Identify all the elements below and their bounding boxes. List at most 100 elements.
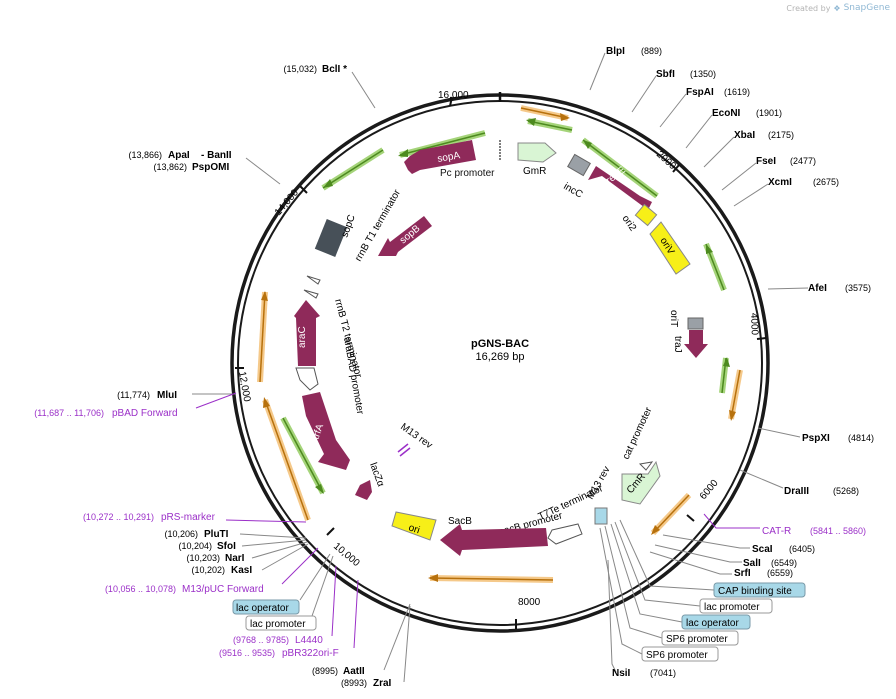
box-label: lac operator: [236, 603, 289, 614]
site-name: XbaI: [734, 130, 755, 141]
SacB-arrow: [440, 524, 548, 556]
orf-arrow-icon: [263, 397, 270, 408]
site-pos: (2175): [768, 130, 794, 140]
traJ-label: traJ: [672, 336, 683, 353]
ori-box: [391, 511, 437, 541]
site-name: FspAI: [686, 87, 714, 98]
box-label: lac operator: [686, 618, 739, 629]
orf-arc-line: [322, 149, 384, 189]
site-pos: (10,204): [178, 541, 212, 551]
site-pos: (7041): [650, 668, 676, 678]
orf-arrow-icon: [261, 291, 268, 301]
GmR-label: GmR: [523, 166, 546, 177]
lacZa-arrow: [355, 480, 372, 500]
site-pos: (10,203): [186, 553, 220, 563]
oriT-box: [687, 317, 704, 330]
orf-arc-line: [652, 494, 690, 534]
primer-leader: [331, 565, 337, 637]
tick-label-6000: 6000: [698, 477, 721, 501]
traJ-arrow: [684, 330, 708, 358]
ori2-label: ori2: [620, 213, 639, 233]
site-name: AatII: [343, 666, 365, 677]
site-leader: [251, 541, 308, 559]
box-label: CAP binding site: [718, 586, 792, 597]
tick-label-12000: 12,000: [236, 371, 252, 403]
box-label: SP6 promoter: [666, 634, 728, 645]
sites-left: (15,032) BclI * (13,866) ApaI - BanII (1…: [117, 64, 411, 689]
site-pos: (13,862): [153, 162, 187, 172]
site-pos: (8993): [341, 678, 367, 688]
pc-promoter-label: Pc promoter: [440, 168, 495, 179]
site-name: PspXI: [802, 433, 830, 444]
site-pos: (6549): [771, 558, 797, 568]
araC-arrow: [294, 300, 320, 366]
primer-leader: [703, 513, 760, 529]
orf-arc-line: [282, 417, 324, 494]
site-leader: [589, 52, 606, 91]
primer-leader: [195, 392, 237, 409]
box-bg: [245, 615, 317, 631]
primer-name: M13/pUC Forward: [182, 584, 264, 595]
primer-range: (9516 .. 9535): [219, 648, 275, 658]
tick-14000: [299, 185, 308, 194]
tick-label-4000: 4000: [748, 313, 760, 336]
primer-range: (11,687 .. 11,706): [34, 408, 104, 418]
box-bg: [681, 614, 751, 630]
site-leader: [631, 75, 657, 113]
site-name: MluI: [157, 390, 177, 401]
primer-range: (10,272 .. 10,291): [83, 512, 154, 522]
site-leader: [721, 162, 757, 191]
site-leader: [241, 539, 307, 547]
site-pos: (13,866): [128, 150, 162, 160]
site-leader: [654, 544, 742, 563]
cat-promoter-arrow: [638, 461, 654, 471]
site-name: DraIII: [784, 486, 809, 497]
site-name: SfoI: [217, 541, 236, 552]
site-name: SbfI: [656, 69, 675, 80]
incC-box: [567, 153, 591, 177]
site-name: KasI: [231, 565, 252, 576]
site-pos: (1350): [690, 69, 716, 79]
incC-label: incC: [562, 181, 585, 201]
site-pos: (5268): [833, 486, 859, 496]
box-bg: [661, 630, 739, 646]
primer-mark: [397, 443, 409, 453]
plasmid-length: 16,269 bp: [476, 351, 525, 363]
site-name: FseI: [756, 156, 776, 167]
sopB-arrow: [378, 216, 432, 256]
site-leader: [649, 551, 732, 575]
ori2-box: [634, 203, 658, 227]
box-label: SP6 promoter: [646, 650, 708, 661]
primer-name: L4440: [295, 635, 323, 646]
sopC-box: [314, 219, 348, 257]
sacB-promoter-arrow: [547, 523, 583, 545]
site-name: EcoNI: [712, 108, 741, 119]
primers: (11,687 .. 11,706) pBAD Forward (10,272 …: [34, 392, 866, 659]
credit-prefix: Created by: [786, 3, 831, 13]
araBAD-promoter-arrow: [295, 367, 319, 391]
site-leader: [685, 114, 713, 149]
orf-arrow-icon: [729, 410, 736, 421]
trfA-arrow: [302, 392, 350, 470]
site-name: PluTI: [204, 529, 229, 540]
box-bg: [232, 599, 300, 615]
lac-operator-box: [594, 507, 608, 525]
tick-label-16000: 16,000: [438, 90, 469, 101]
site-name: XcmI: [768, 177, 792, 188]
site-name: ScaI: [752, 544, 773, 555]
boxed-features: CAP binding site lac promoter lac operat…: [232, 519, 806, 662]
ori-label: ori: [407, 522, 421, 536]
orf-arrow-icon: [398, 149, 408, 157]
site-name: BclI *: [322, 64, 347, 75]
credit-brand: SnapGene: [843, 3, 890, 13]
tick-10000: [326, 527, 335, 536]
sopA-arrow: [404, 140, 476, 174]
site-pos: (2477): [790, 156, 816, 166]
box-bg: [713, 582, 806, 598]
primer-name: pBR322ori-F: [282, 648, 339, 659]
sopC-label: sopC: [339, 213, 357, 239]
site-leader: [757, 427, 801, 438]
trfA-label: trfA: [310, 422, 326, 441]
primer-name: pRS-marker: [161, 512, 216, 523]
